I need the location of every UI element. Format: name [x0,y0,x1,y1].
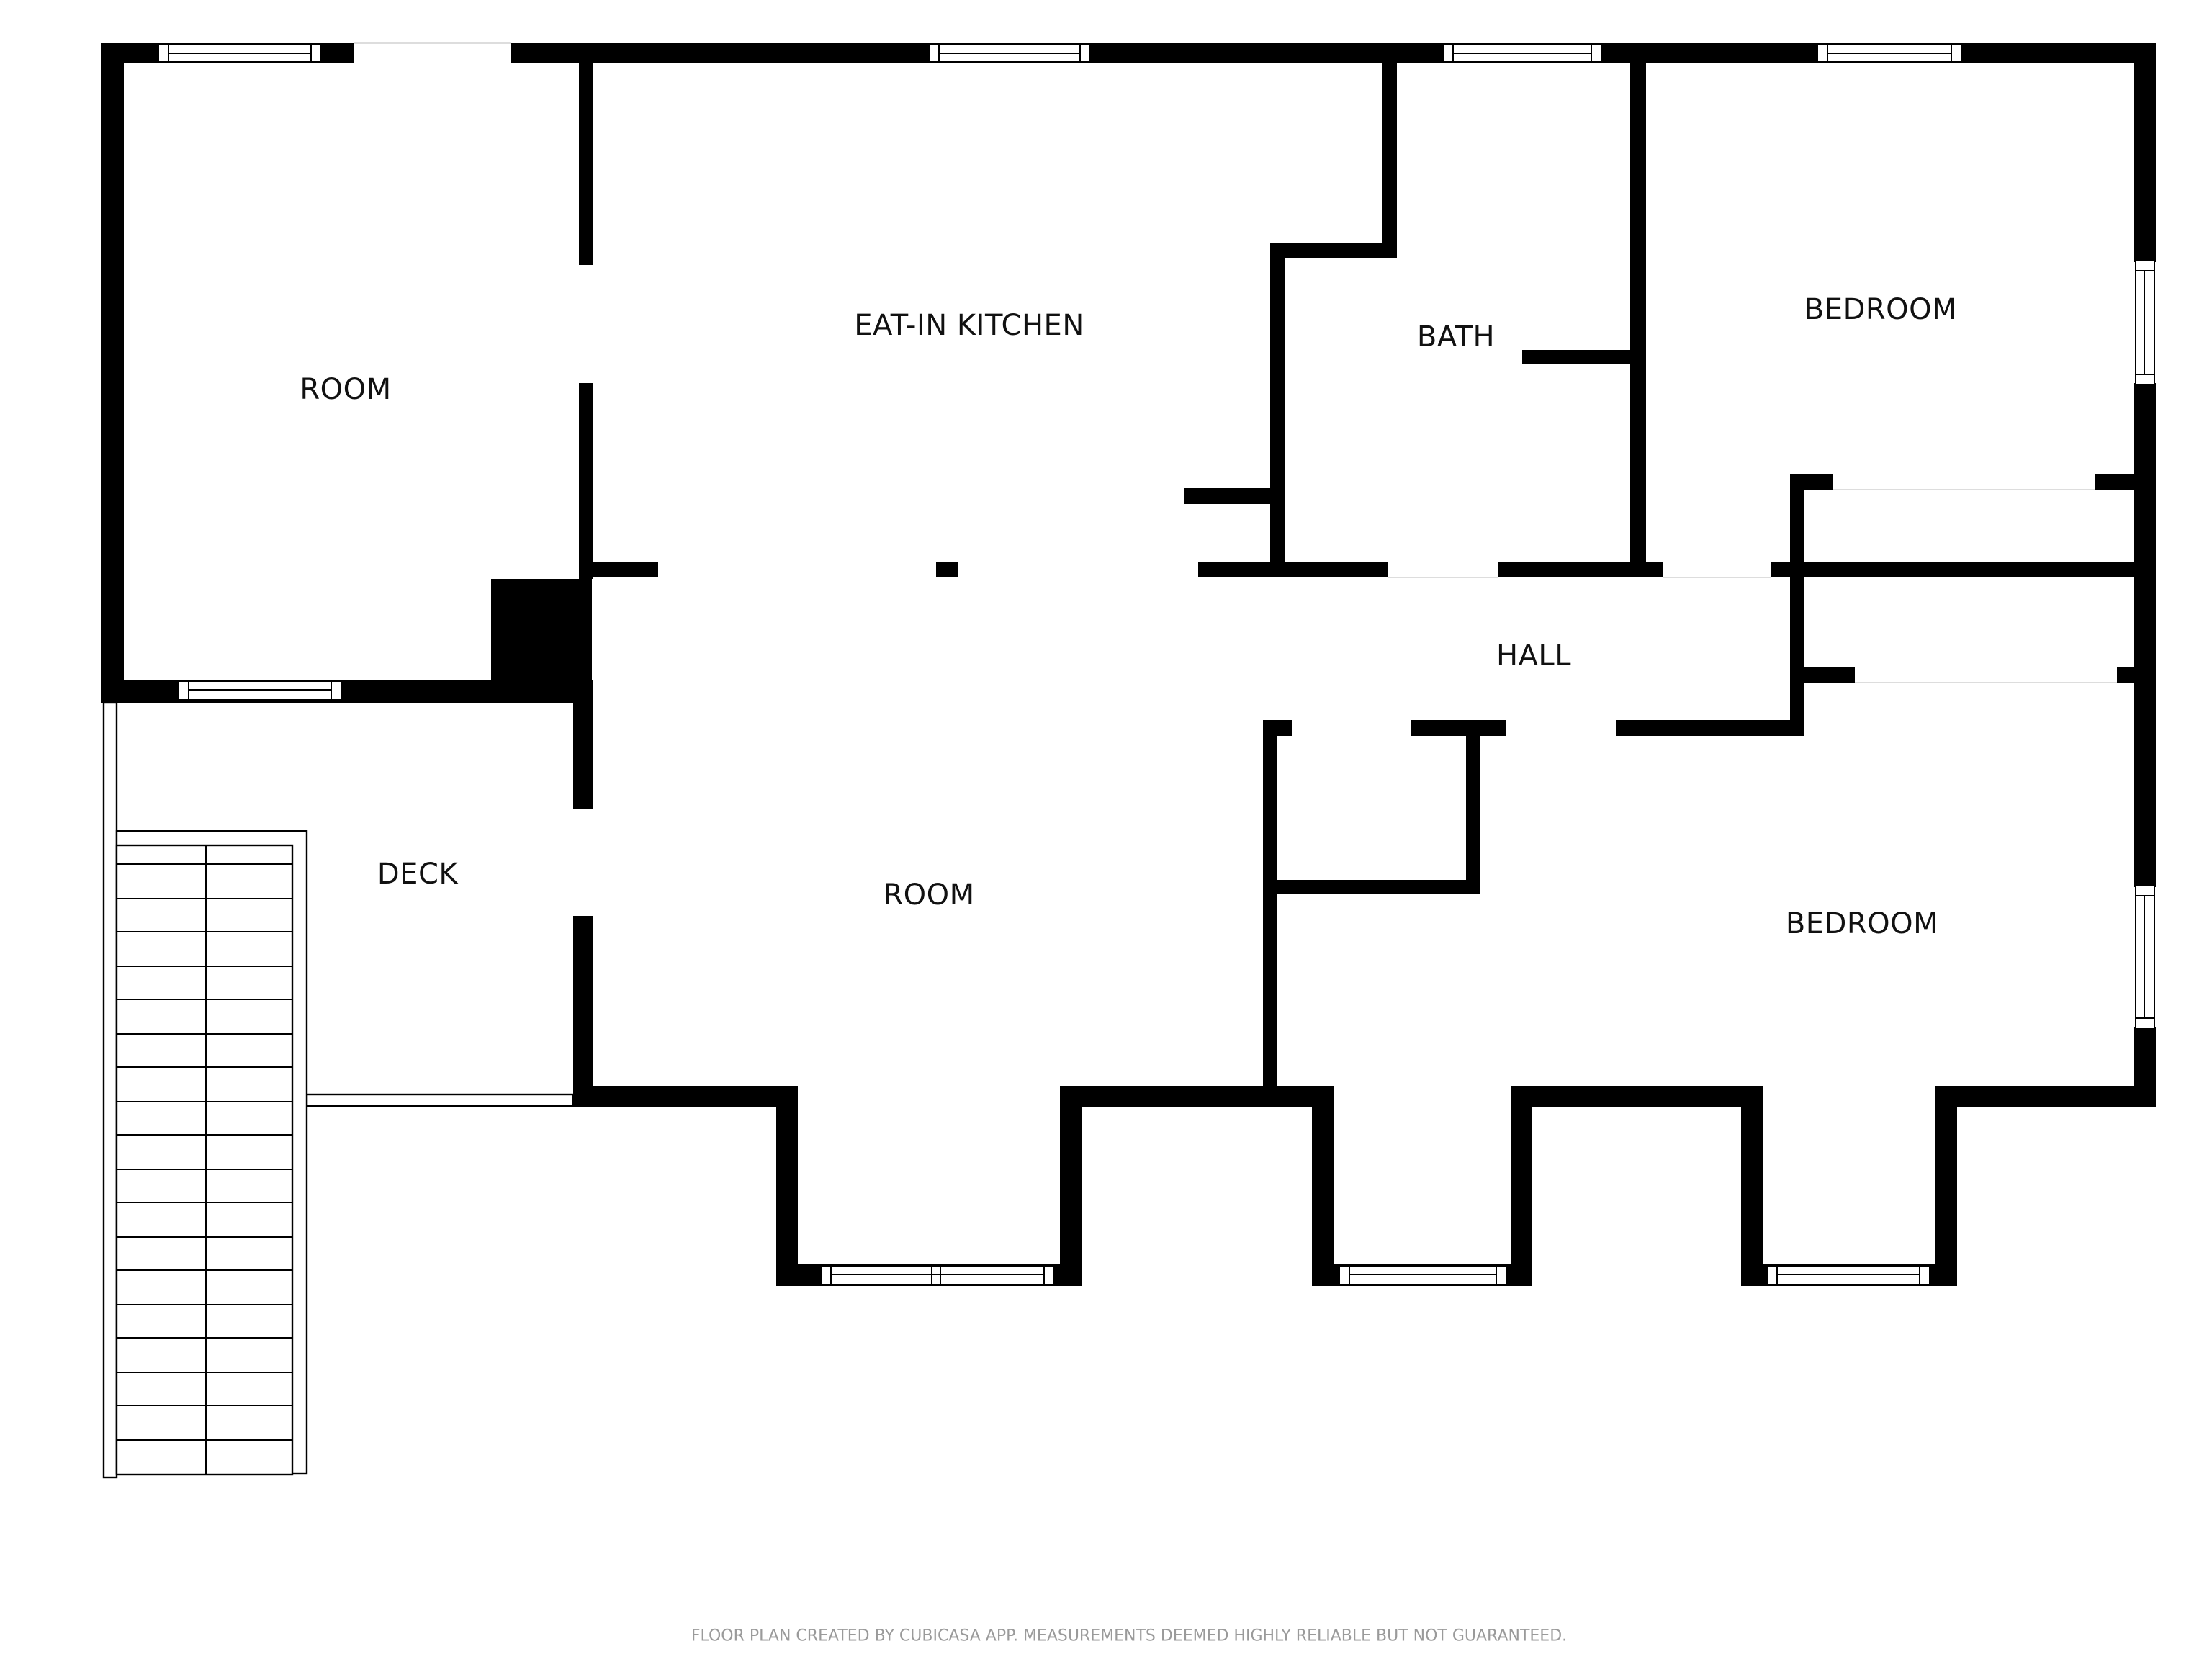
room-label-eat-in-kitchen: EAT-IN KITCHEN [854,309,1084,342]
stairs [115,830,308,1476]
window-bay-bedroom-1 [1339,1265,1507,1285]
room-label-bedroom-ne: BEDROOM [1804,293,1958,326]
window-top-bedroom [1817,44,1962,63]
window-east-bedroom-ne [2135,260,2155,385]
room-label-bedroom-se: BEDROOM [1785,907,1939,940]
window-bay-room [820,1265,1055,1285]
room-label-center-room: ROOM [883,878,975,912]
footer-disclaimer: FLOOR PLAN CREATED BY CUBICASA APP. MEAS… [691,1627,1568,1645]
window-west-room-bottom [178,680,342,701]
room-label-deck: DECK [377,858,459,891]
windows [158,44,2155,1285]
deck [102,701,575,1479]
window-bay-bedroom-2 [1766,1265,1930,1285]
window-east-bedroom-se [2135,885,2155,1029]
window-top-west-room [158,44,322,63]
window-top-kitchen [928,44,1091,63]
room-label-west-room: ROOM [300,373,392,406]
room-label-bath: BATH [1416,320,1496,354]
openings [354,42,2117,683]
room-label-hall: HALL [1496,639,1572,673]
window-top-bath [1442,44,1602,63]
